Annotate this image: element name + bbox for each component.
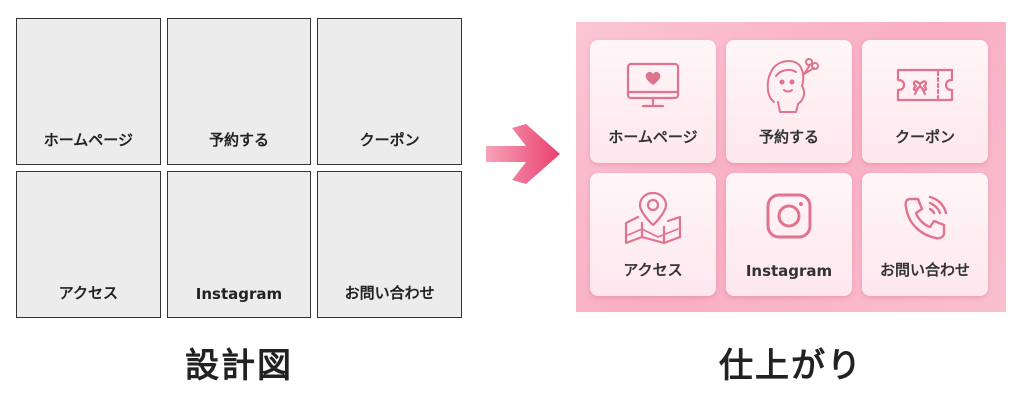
- tile-contact[interactable]: お問い合わせ: [862, 173, 988, 296]
- wireframe-cell-label: Instagram: [195, 285, 283, 303]
- hair-scissors-icon: [754, 50, 824, 120]
- menu-tile-grid: ホームページ 予約する: [590, 40, 990, 296]
- tile-coupon[interactable]: クーポン: [862, 40, 988, 163]
- wireframe-cell-reserve: 予約する: [166, 18, 312, 165]
- map-pin-icon: [618, 183, 688, 253]
- wireframe-cell-label: 予約する: [208, 131, 269, 149]
- tile-label: アクセス: [623, 261, 683, 279]
- wireframe-cell-label: クーポン: [359, 131, 420, 149]
- tile-access[interactable]: アクセス: [590, 173, 716, 296]
- wireframe-cell-contact: お問い合わせ: [317, 171, 462, 318]
- wireframe-cell-label: アクセス: [58, 284, 118, 302]
- tile-label: 予約する: [758, 128, 819, 146]
- wireframe-cell-access: アクセス: [16, 171, 161, 318]
- monitor-heart-icon: [618, 50, 688, 120]
- finished-panel: ホームページ 予約する: [576, 22, 1006, 312]
- wireframe-grid: ホームページ 予約する クーポン アクセス Instagram お問い合わせ: [16, 18, 462, 318]
- arrow-right-icon: [482, 118, 564, 190]
- tile-label: Instagram: [745, 262, 833, 280]
- tile-reserve[interactable]: 予約する: [726, 40, 852, 163]
- tile-label: クーポン: [894, 128, 955, 146]
- caption-finished: 仕上がり: [719, 346, 863, 386]
- tile-instagram[interactable]: Instagram: [726, 173, 852, 296]
- caption-blueprint: 設計図: [185, 346, 293, 386]
- wireframe-cell-instagram: Instagram: [166, 171, 312, 318]
- tile-homepage[interactable]: ホームページ: [590, 40, 716, 163]
- tile-label: お問い合わせ: [879, 261, 970, 279]
- wireframe-cell-label: ホームページ: [43, 131, 133, 149]
- wireframe-cell-coupon: クーポン: [317, 18, 462, 165]
- tile-label: ホームページ: [608, 128, 698, 146]
- wireframe-cell-label: お問い合わせ: [344, 284, 435, 302]
- phone-icon: [890, 183, 960, 253]
- instagram-icon: [754, 183, 824, 253]
- ticket-ribbon-icon: [890, 50, 960, 120]
- wireframe-cell-homepage: ホームページ: [16, 18, 161, 165]
